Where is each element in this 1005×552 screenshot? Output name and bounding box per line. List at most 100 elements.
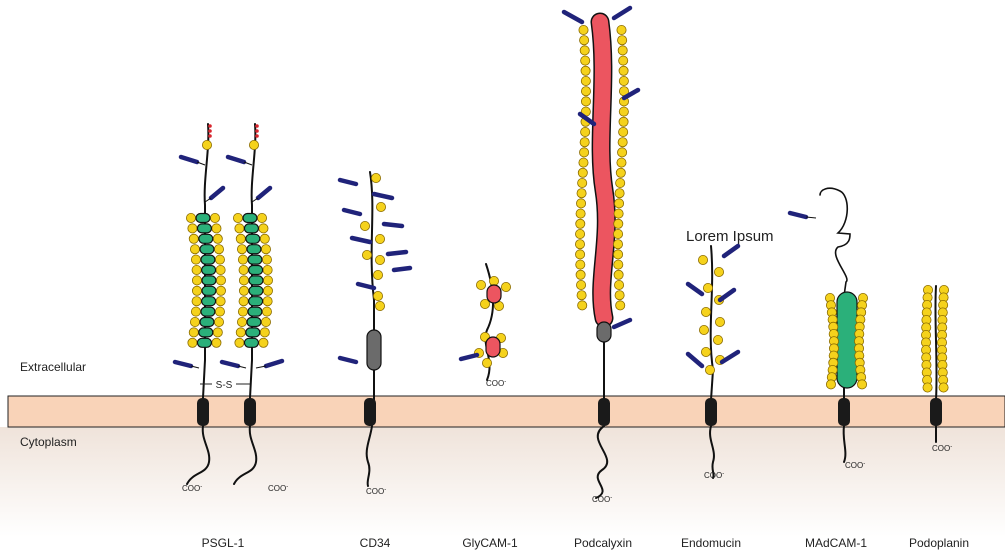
transmembrane-anchor xyxy=(930,398,942,426)
glycan xyxy=(613,240,622,249)
glycan xyxy=(619,107,628,116)
glycan xyxy=(701,307,710,316)
mucin-domain xyxy=(199,234,213,243)
coo-glycam1: COO- xyxy=(486,379,506,388)
n-glycan-bar xyxy=(720,290,734,300)
n-glycan-bar xyxy=(614,8,630,18)
label-endomucin: Endomucin xyxy=(681,536,741,550)
n-glycan-bar xyxy=(266,361,282,366)
glycan xyxy=(613,229,622,238)
extracellular-label: Extracellular xyxy=(20,360,86,374)
glycan xyxy=(576,219,585,228)
glycan xyxy=(618,46,627,55)
glycan xyxy=(236,328,245,337)
sialic-acid xyxy=(255,124,259,128)
glycan xyxy=(239,276,248,285)
glycan xyxy=(614,280,623,289)
n-glycan-bar xyxy=(340,180,356,184)
n-glycan-bar xyxy=(614,320,630,327)
sialic-acid xyxy=(255,134,259,138)
n-glycan-bar xyxy=(374,194,392,198)
glycan xyxy=(581,127,590,136)
mucin-domain xyxy=(597,322,611,342)
glycan xyxy=(576,260,585,269)
mucin-domain xyxy=(244,338,258,347)
glycan xyxy=(237,317,246,326)
glycan xyxy=(238,255,247,264)
mucin-domain xyxy=(487,285,501,303)
glycan xyxy=(233,213,242,222)
glycan xyxy=(235,224,244,233)
glycan xyxy=(362,250,371,259)
glycan xyxy=(216,276,225,285)
glycan xyxy=(579,25,588,34)
glycan xyxy=(191,307,200,316)
glycan xyxy=(575,229,584,238)
glycan xyxy=(210,213,219,222)
label-podocalyxin: Podcalyxin xyxy=(574,536,632,550)
protein-labels: PSGL-1 CD34 GlyCAM-1 Podcalyxin Endomuci… xyxy=(202,536,969,550)
glycan xyxy=(581,66,590,75)
glycan xyxy=(239,286,248,295)
glycan xyxy=(489,276,498,285)
glycan xyxy=(192,276,201,285)
n-glycan-bar xyxy=(340,358,356,362)
glycan xyxy=(580,36,589,45)
glycan xyxy=(613,250,622,259)
sialic-acid xyxy=(208,124,212,128)
glycan xyxy=(263,276,272,285)
backbone xyxy=(820,188,850,296)
n-glycan-bar xyxy=(344,210,360,214)
glycan xyxy=(698,255,707,264)
coo-endomucin: COO- xyxy=(704,471,724,480)
transmembrane-anchor xyxy=(705,398,717,426)
glycan xyxy=(619,117,628,126)
mucin-domain xyxy=(202,297,216,306)
cytoplasm-label: Cytoplasm xyxy=(20,435,77,449)
glycan xyxy=(191,255,200,264)
glycan xyxy=(476,280,485,289)
glycan xyxy=(579,158,588,167)
glycan xyxy=(262,307,271,316)
glycan xyxy=(213,234,222,243)
sialic-acid xyxy=(208,129,212,133)
glycan xyxy=(215,307,224,316)
label-glycam1: GlyCAM-1 xyxy=(462,536,518,550)
mucin-domain xyxy=(200,318,214,327)
mucin-domain xyxy=(249,266,263,275)
label-madcam1: MAdCAM-1 xyxy=(805,536,867,550)
glycan xyxy=(482,358,491,367)
glycan xyxy=(263,297,272,306)
glycan xyxy=(576,199,585,208)
coo-podoplanin: COO- xyxy=(932,444,952,453)
mucin-domain xyxy=(486,337,500,357)
mucin-domain xyxy=(197,224,211,233)
transmembrane-anchor xyxy=(364,398,376,426)
mucin-domain xyxy=(202,266,216,275)
label-cd34: CD34 xyxy=(360,536,391,550)
glycan xyxy=(616,168,625,177)
glycan xyxy=(239,297,248,306)
n-glycan-bar xyxy=(358,284,374,288)
glycan xyxy=(619,56,628,65)
mucin-domain xyxy=(244,224,258,233)
glycan xyxy=(578,301,587,310)
glycan xyxy=(616,301,625,310)
glycan xyxy=(235,338,244,347)
glycan xyxy=(576,270,585,279)
mucin-domain xyxy=(247,245,261,254)
sialic-acid xyxy=(208,134,212,138)
glycan xyxy=(715,317,724,326)
mucin-domain xyxy=(248,307,262,316)
label-psgl1: PSGL-1 xyxy=(202,536,245,550)
glycan xyxy=(576,209,585,218)
glycan xyxy=(575,250,584,259)
mucin-domain xyxy=(196,214,210,223)
svg-text:S-S: S-S xyxy=(216,380,233,391)
glycan xyxy=(699,325,708,334)
n-glycan-bar xyxy=(461,355,477,359)
glycan xyxy=(618,36,627,45)
glycan xyxy=(614,209,623,218)
mucin-domain xyxy=(199,328,213,337)
